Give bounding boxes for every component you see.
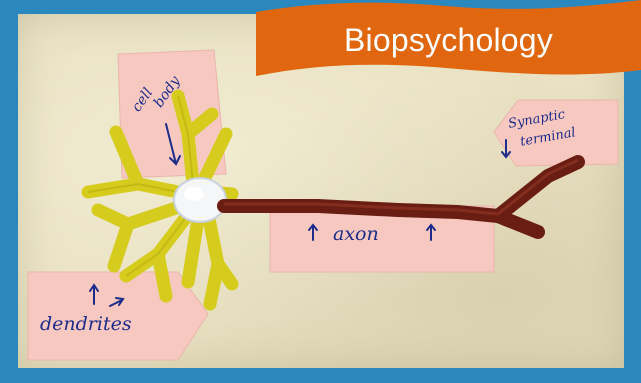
slide-title: Biopsychology bbox=[256, 22, 641, 59]
dendrites-label: dendrites bbox=[40, 313, 132, 335]
axon-label: axon bbox=[333, 223, 379, 245]
cell-body-model bbox=[174, 178, 226, 222]
